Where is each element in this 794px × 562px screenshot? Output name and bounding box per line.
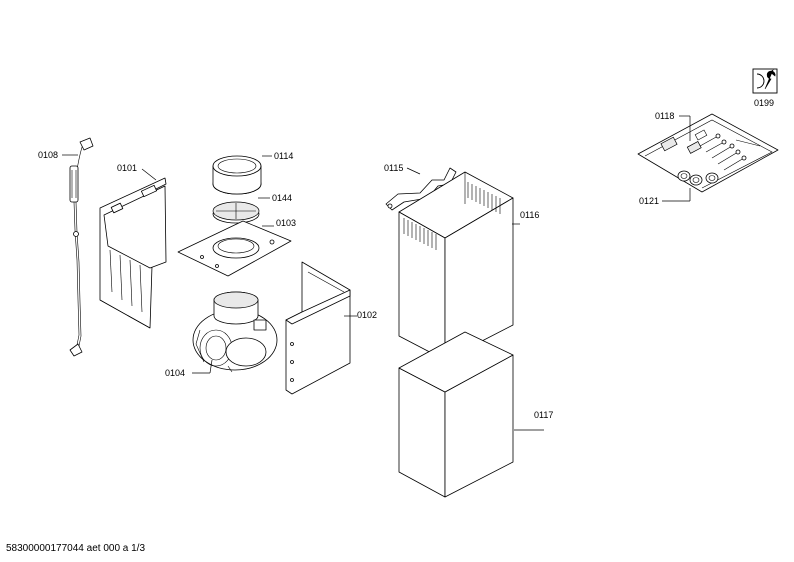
part-label-0199[interactable]: 0199 — [754, 98, 774, 108]
part-label-0108[interactable]: 0108 — [38, 150, 58, 160]
part-label-0121[interactable]: 0121 — [639, 196, 659, 206]
document-id: 58300000177044 aet 000 a 1/3 — [6, 543, 146, 554]
flange-ring-part[interactable] — [212, 155, 262, 195]
filter-disc-part[interactable] — [212, 201, 260, 224]
leader-line — [141, 168, 157, 181]
lower-chimney-part[interactable] — [398, 331, 514, 498]
leader-line — [209, 359, 213, 374]
accessory-bag-part[interactable] — [637, 113, 779, 193]
part-label-0116[interactable]: 0116 — [520, 210, 539, 220]
upper-chimney-part[interactable] — [398, 171, 514, 361]
part-label-0117[interactable]: 0117 — [534, 410, 553, 420]
part-label-0104[interactable]: 0104 — [165, 368, 185, 378]
part-label-0144[interactable]: 0144 — [272, 193, 292, 203]
front-bracket-part[interactable] — [285, 261, 351, 395]
part-label-0118[interactable]: 0118 — [655, 111, 674, 121]
wrench-icon[interactable] — [752, 68, 778, 94]
part-label-0114[interactable]: 0114 — [274, 151, 293, 161]
chimney-bracket-part[interactable] — [385, 167, 457, 211]
leader-line — [406, 167, 421, 175]
part-label-0102[interactable]: 0102 — [357, 310, 377, 320]
part-label-0115[interactable]: 0115 — [384, 163, 403, 173]
vent-slots — [403, 182, 501, 250]
fan-motor-part[interactable] — [192, 291, 278, 373]
mounting-plate-part[interactable] — [177, 220, 292, 277]
rear-bracket-part[interactable] — [99, 177, 167, 329]
power-cable-part[interactable] — [69, 137, 94, 357]
part-label-0103[interactable]: 0103 — [276, 218, 296, 228]
part-label-0101[interactable]: 0101 — [117, 163, 137, 173]
grommet-set-part[interactable] — [677, 170, 719, 186]
